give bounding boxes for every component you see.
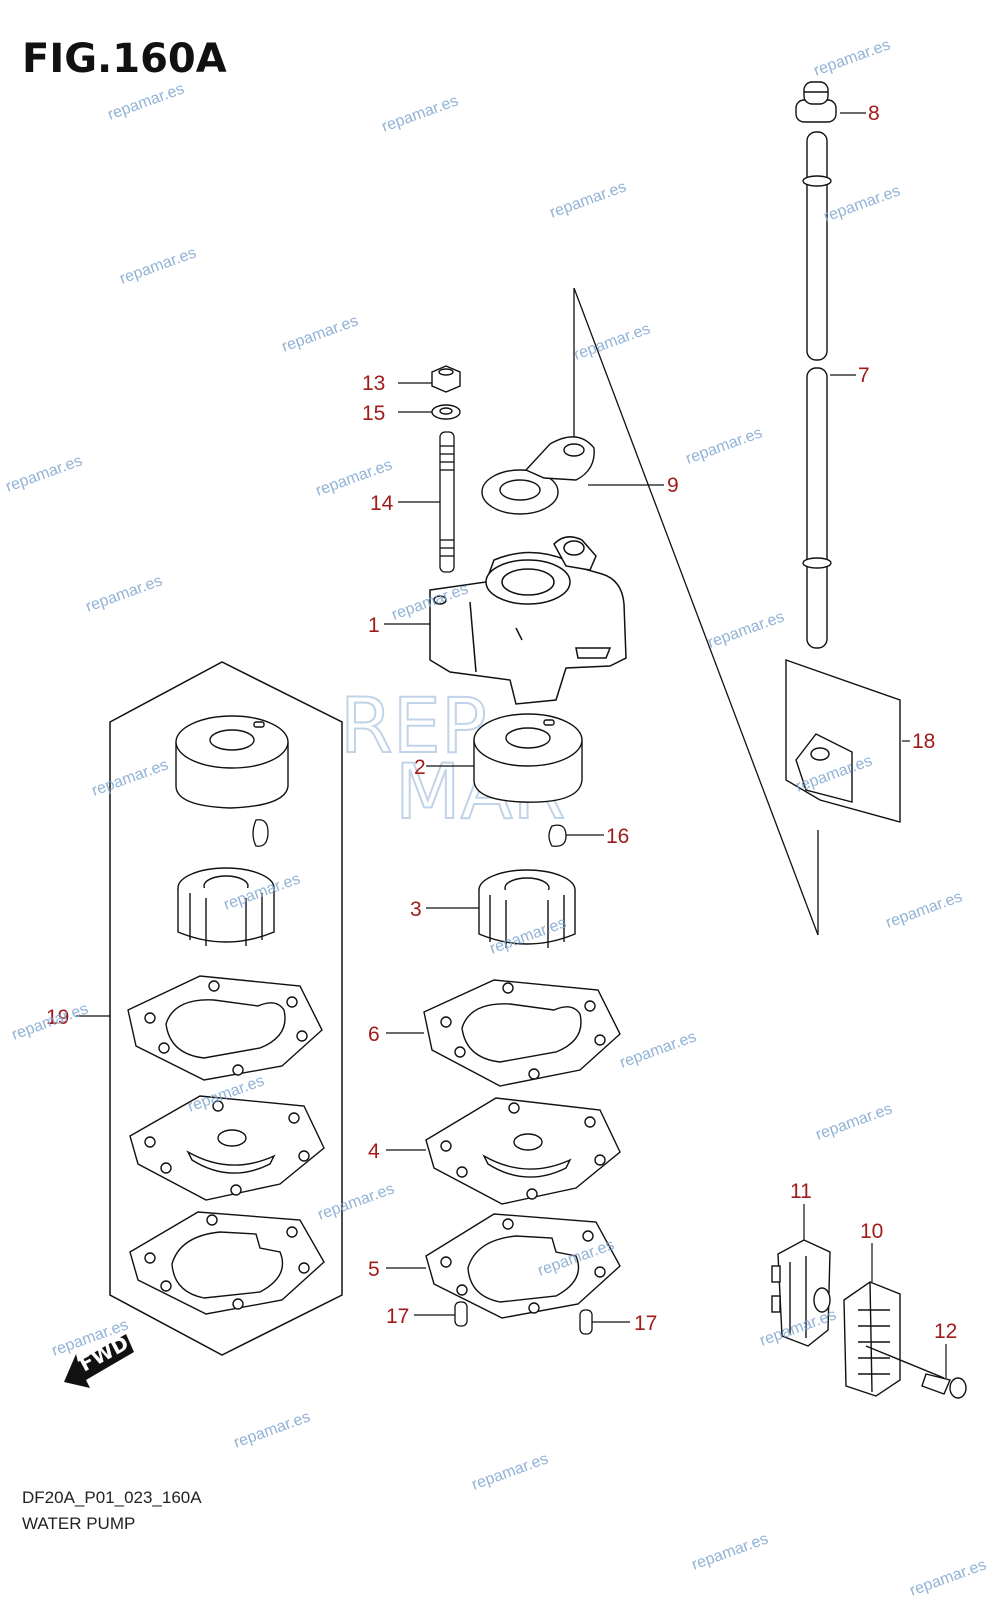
watermark-logo-top: REP — [340, 681, 487, 770]
watermark: repamar.es — [380, 92, 461, 135]
callout-17-left: 17 — [386, 1305, 409, 1328]
watermark: repamar.es — [470, 1450, 551, 1493]
kit-plate — [129, 1095, 325, 1201]
assembly-line — [573, 287, 819, 936]
seal-part-18 — [785, 659, 901, 823]
watermark: repamar.es — [684, 424, 765, 467]
nut-part-13 — [431, 365, 461, 393]
callout-4: 4 — [368, 1140, 380, 1163]
callout-1: 1 — [368, 614, 380, 637]
kit-gasket-lower — [129, 1211, 325, 1315]
callouts: 8 7 9 18 13 15 14 1 2 16 3 6 4 5 17 17 1… — [46, 102, 957, 1343]
key-part-16 — [548, 824, 567, 847]
watermark: repamar.es — [618, 1028, 699, 1071]
plate-part-4 — [425, 1097, 621, 1205]
callout-14: 14 — [370, 492, 394, 515]
kit-gasket-upper — [127, 975, 323, 1081]
callout-2: 2 — [414, 756, 426, 779]
liner-part-9 — [481, 436, 595, 515]
repair-kit-outline — [109, 661, 343, 1356]
watermark: repamar.es — [822, 182, 903, 225]
figure-title: FIG.160A — [22, 36, 227, 82]
grommet-part-8 — [795, 81, 837, 123]
watermark: repamar.es — [548, 178, 629, 221]
callout-18: 18 — [912, 730, 935, 753]
watermark: repamar.es — [706, 608, 787, 651]
washer-part-15 — [431, 404, 461, 420]
kit-cartridge — [175, 715, 289, 809]
callout-17-right: 17 — [634, 1312, 657, 1335]
callout-6: 6 — [368, 1023, 380, 1046]
gasket-part-6 — [423, 979, 621, 1087]
callout-11: 11 — [790, 1180, 812, 1203]
kit-impeller — [177, 867, 275, 946]
callout-13: 13 — [362, 372, 385, 395]
watermark: repamar.es — [280, 312, 361, 355]
water-tube-part-7 — [802, 131, 832, 649]
watermark: repamar.es — [572, 320, 653, 363]
callout-5: 5 — [368, 1258, 380, 1281]
clip-part-10 — [843, 1281, 901, 1397]
watermark: repamar.es — [90, 756, 171, 799]
pin-part-17-right — [579, 1309, 593, 1335]
pin-part-17-left — [454, 1301, 468, 1327]
watermark: repamar.es — [316, 1180, 397, 1223]
figure-name: WATER PUMP — [22, 1514, 136, 1533]
callout-10: 10 — [860, 1220, 883, 1243]
callout-19: 19 — [46, 1006, 69, 1029]
watermark: repamar.es — [690, 1530, 771, 1573]
callout-15: 15 — [362, 402, 385, 425]
callout-9: 9 — [667, 474, 679, 497]
callout-7: 7 — [858, 364, 870, 387]
watermark: repamar.es — [106, 80, 187, 123]
callout-16: 16 — [606, 825, 629, 848]
watermark: repamar.es — [814, 1100, 895, 1143]
callout-8: 8 — [868, 102, 880, 125]
figure-code: DF20A_P01_023_160A — [22, 1488, 202, 1507]
watermark: repamar.es — [4, 452, 85, 495]
impeller-part-3 — [478, 869, 576, 948]
leader-lines — [76, 112, 947, 1378]
callout-12: 12 — [934, 1320, 957, 1343]
watermark: repamar.es — [884, 888, 965, 931]
screw-part-12 — [865, 1345, 967, 1399]
callout-3: 3 — [410, 898, 422, 921]
kit-key — [252, 819, 269, 847]
pump-case-part-1 — [429, 536, 627, 705]
watermark: repamar.es — [908, 1556, 989, 1599]
watermark: repamar.es — [118, 244, 199, 287]
watermark: repamar.es — [812, 36, 893, 79]
stud-part-14 — [439, 431, 455, 573]
watermark: repamar.es — [84, 572, 165, 615]
watermark: repamar.es — [232, 1408, 313, 1451]
gasket-part-5 — [425, 1213, 621, 1319]
cartridge-part-2 — [473, 713, 583, 803]
